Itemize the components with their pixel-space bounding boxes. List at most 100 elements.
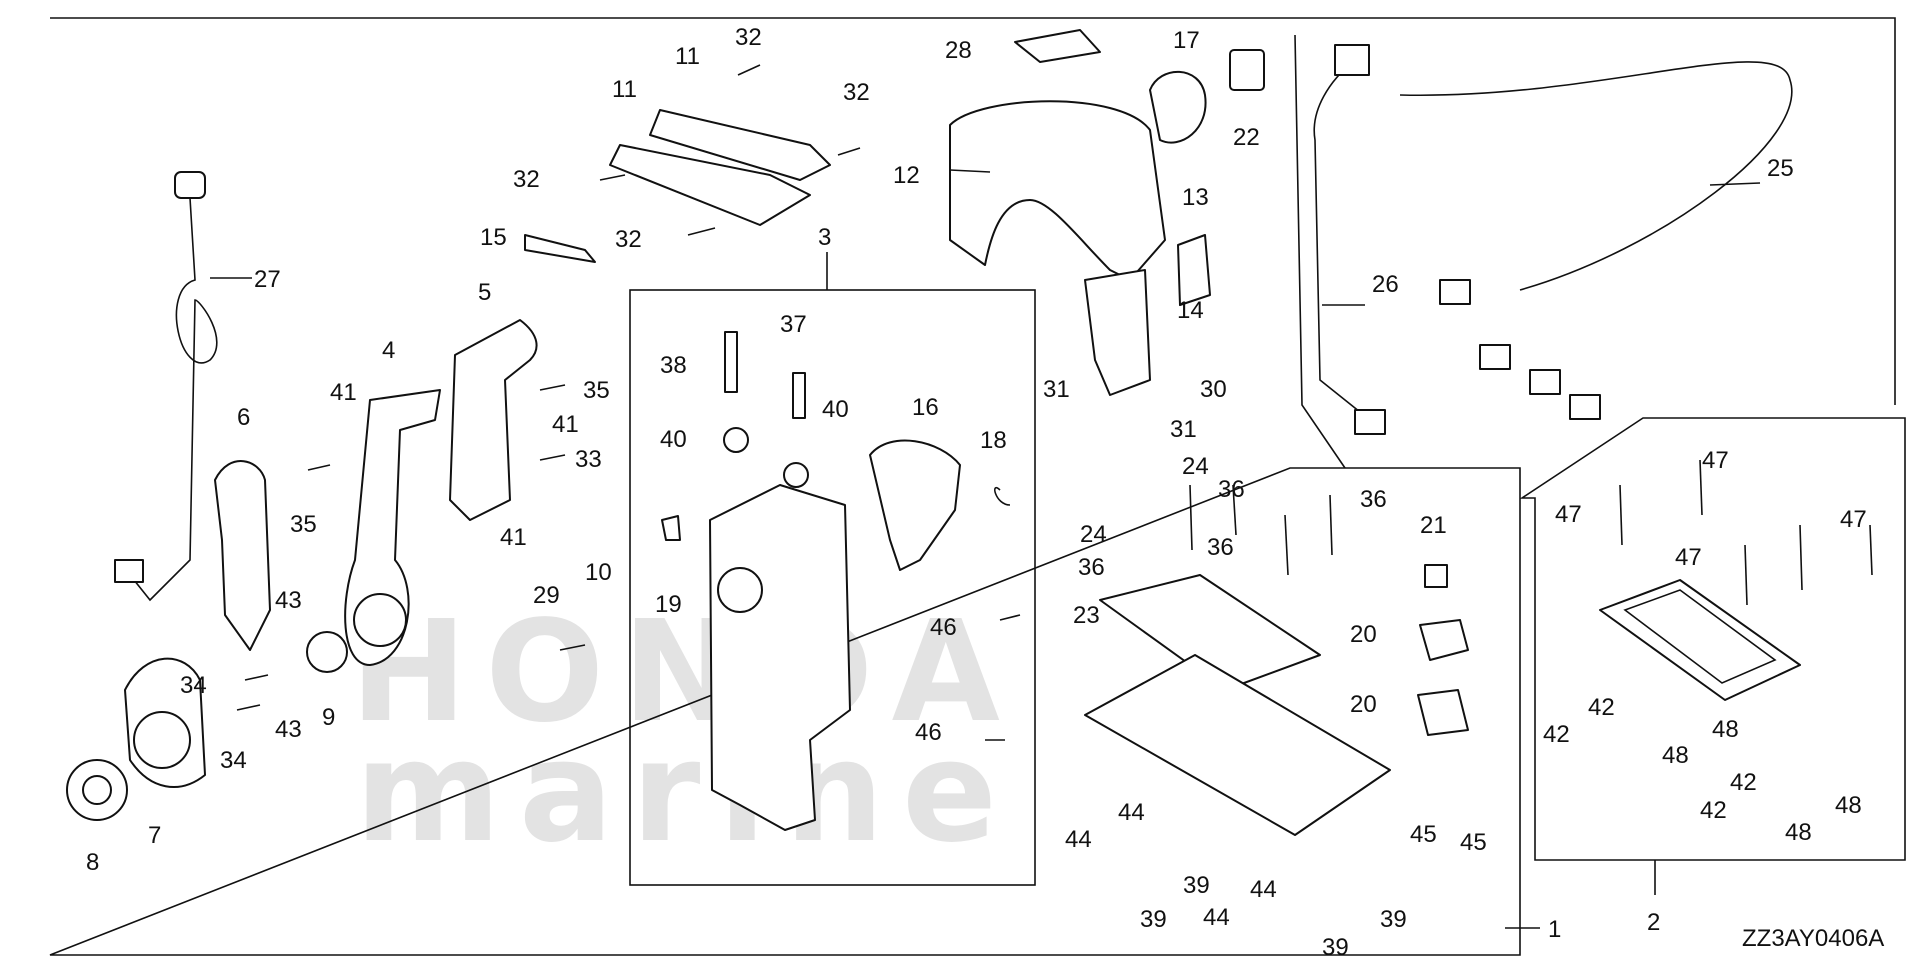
callout-12: 12 bbox=[893, 162, 920, 189]
part-11-plate-lower bbox=[609, 144, 811, 226]
callout-47-b: 47 bbox=[1555, 501, 1582, 528]
part-23-gasket bbox=[1099, 574, 1321, 691]
callout-48-c: 48 bbox=[1835, 792, 1862, 819]
part-16-plate bbox=[869, 439, 961, 571]
part-25-plug-c bbox=[1529, 369, 1561, 395]
callout-47-c: 47 bbox=[1840, 506, 1867, 533]
part-25-plug-b bbox=[1479, 344, 1511, 370]
part-6-cover bbox=[214, 460, 271, 651]
callout-36-a: 36 bbox=[1218, 476, 1245, 503]
part-7-ring bbox=[133, 711, 191, 769]
part-26-connector bbox=[1334, 44, 1370, 76]
callout-29: 29 bbox=[533, 582, 560, 609]
part-12-top-cover bbox=[949, 100, 1166, 281]
callout-45-right: 45 bbox=[1460, 829, 1487, 856]
callout-42-d: 42 bbox=[1700, 797, 1727, 824]
diagram-code: ZZ3AY0406A bbox=[1742, 925, 1884, 952]
callout-22: 22 bbox=[1233, 124, 1260, 151]
callout-47-d: 47 bbox=[1675, 544, 1702, 571]
part-37-stud bbox=[792, 372, 806, 419]
callout-35-left: 35 bbox=[290, 511, 317, 538]
callout-24-right: 24 bbox=[1182, 453, 1209, 480]
callout-36-d: 36 bbox=[1078, 554, 1105, 581]
callout-7: 7 bbox=[148, 822, 161, 849]
box-3-border bbox=[629, 289, 1036, 886]
part-2-frame bbox=[1599, 579, 1801, 701]
callout-48-b: 48 bbox=[1662, 742, 1689, 769]
callout-27: 27 bbox=[254, 266, 281, 293]
assembly-2-border bbox=[1519, 417, 1906, 861]
callout-34-lower: 34 bbox=[220, 747, 247, 774]
part-15-pad bbox=[524, 234, 596, 263]
callout-39-d: 39 bbox=[1322, 934, 1349, 960]
fasteners bbox=[236, 64, 1873, 711]
part-21-clip bbox=[1424, 564, 1448, 588]
part-25-plug-a bbox=[1439, 279, 1471, 305]
callout-13: 13 bbox=[1182, 184, 1209, 211]
callout-23: 23 bbox=[1073, 602, 1100, 629]
watermark-honda: HONDA bbox=[350, 591, 1018, 754]
callout-20-upper: 20 bbox=[1350, 621, 1377, 648]
callout-11-upper: 11 bbox=[675, 43, 700, 70]
part-4-hub bbox=[353, 593, 407, 647]
callout-39-b: 39 bbox=[1140, 906, 1167, 933]
callout-46-lower: 46 bbox=[915, 719, 942, 746]
part-19-pin bbox=[661, 515, 681, 541]
part-25-cable bbox=[1399, 61, 1793, 291]
callout-10: 10 bbox=[585, 559, 612, 586]
callout-41-b: 41 bbox=[552, 411, 579, 438]
callout-16: 16 bbox=[912, 394, 939, 421]
callout-32-bottom: 32 bbox=[615, 226, 642, 253]
callout-36-b: 36 bbox=[1360, 486, 1387, 513]
callout-43-lower: 43 bbox=[275, 716, 302, 743]
callout-33: 33 bbox=[575, 446, 602, 473]
callout-32-right: 32 bbox=[843, 79, 870, 106]
callout-40-right: 40 bbox=[822, 396, 849, 423]
part-18-clip bbox=[994, 486, 1011, 506]
callout-48-a: 48 bbox=[1712, 716, 1739, 743]
callout-17: 17 bbox=[1173, 27, 1200, 54]
callout-42-c: 42 bbox=[1730, 769, 1757, 796]
part-26-cable bbox=[1313, 59, 1371, 421]
callout-44-c: 44 bbox=[1250, 876, 1277, 903]
part-20-block-a bbox=[1419, 619, 1469, 661]
callout-32-left: 32 bbox=[513, 166, 540, 193]
part-26-plug bbox=[1354, 409, 1386, 435]
callout-4: 4 bbox=[382, 337, 395, 364]
callout-6: 6 bbox=[237, 404, 250, 431]
part-14-bracket bbox=[1084, 269, 1151, 396]
callout-25: 25 bbox=[1767, 155, 1794, 182]
part-38-stud bbox=[724, 331, 738, 393]
callout-44-b: 44 bbox=[1065, 826, 1092, 853]
part-40-collar-b bbox=[783, 462, 809, 488]
part-3-hub bbox=[717, 567, 763, 613]
callout-39-c: 39 bbox=[1380, 906, 1407, 933]
callout-18: 18 bbox=[980, 427, 1007, 454]
part-11-plate-upper bbox=[649, 109, 831, 181]
callout-9: 9 bbox=[322, 704, 335, 731]
callout-31-right: 31 bbox=[1170, 416, 1197, 443]
callout-45-left: 45 bbox=[1410, 821, 1437, 848]
callout-3: 3 bbox=[818, 224, 831, 251]
callout-35-right: 35 bbox=[583, 377, 610, 404]
callout-14: 14 bbox=[1177, 297, 1204, 324]
callout-36-c: 36 bbox=[1207, 534, 1234, 561]
part-28-lid bbox=[1014, 29, 1101, 63]
assembly-1-border bbox=[49, 17, 1896, 956]
part-22-switch bbox=[1229, 49, 1265, 91]
callout-40-left: 40 bbox=[660, 426, 687, 453]
callout-1: 1 bbox=[1548, 916, 1561, 943]
part-17-ring bbox=[1149, 70, 1207, 144]
callout-30: 30 bbox=[1200, 376, 1227, 403]
part-9-disc bbox=[306, 631, 348, 673]
leader-lines bbox=[210, 169, 1761, 929]
callout-47-a: 47 bbox=[1702, 447, 1729, 474]
callout-44-a: 44 bbox=[1118, 799, 1145, 826]
callout-15: 15 bbox=[480, 224, 507, 251]
part-13-plate bbox=[1177, 234, 1211, 306]
callout-28: 28 bbox=[945, 37, 972, 64]
callout-5: 5 bbox=[478, 279, 491, 306]
callout-20-lower: 20 bbox=[1350, 691, 1377, 718]
base-plate bbox=[1084, 654, 1391, 836]
